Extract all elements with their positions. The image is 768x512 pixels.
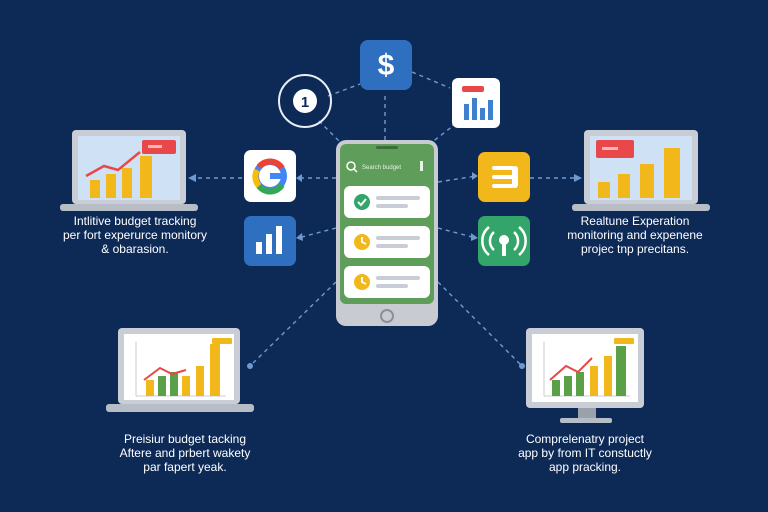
chart-trend-line [143,366,187,381]
signal-icon [478,216,530,266]
caption-line: par fapert yeak. [143,460,227,474]
caption-line: & obarasion. [101,242,169,256]
caption-line: Intlitive budget tracking [73,214,197,228]
chart-bar [618,174,630,198]
dollar-icon: $ [360,40,412,90]
arrowhead-signal-icon [471,233,478,241]
connector-number-dollar [327,83,361,97]
caption-top-right: Realtune Experation monitoring and expen… [530,214,740,256]
caption-top-left: Intlitive budget tracking per fort exper… [30,214,240,256]
chart-bar [210,344,220,396]
caption-line: projec tnp precitans. [580,242,690,256]
chart-badge [614,338,634,344]
phone-search-bar[interactable]: Search budget [346,161,423,173]
chart-bar [664,148,680,198]
chart-card-icon [452,78,500,128]
chart-bar [640,164,654,198]
caption-line: Preisiur budget tacking [123,432,247,446]
caption-line: app by from IT constuctly [518,446,652,460]
chart-bar [552,380,560,396]
chart-bar [616,346,626,396]
chart-badge [212,338,232,344]
phone-list-item-3[interactable] [344,266,430,298]
arrowhead-bar-icon [296,233,303,241]
connector-phone-menu-icon [437,175,477,183]
phone-search-text: Search budget [362,165,401,171]
chart-bar [196,366,204,396]
chart-bar [182,376,190,396]
menu-icon [478,152,530,202]
connector-dot-bottom-right [519,363,525,369]
caption-bottom-left: Preisiur budget tacking Aftere and prber… [70,432,300,474]
search-icon [346,161,356,171]
connector-phone-signal-icon [437,227,477,239]
caption-line: Realtune Experation [580,214,690,228]
chart-trend-line [85,151,141,178]
monitor-bottom-right [526,328,644,423]
caption-line: monitoring and expenene [567,228,703,242]
chart-bar [564,376,572,396]
dollar-icon-glyph: $ [378,49,395,82]
google-icon [244,150,296,202]
phone-menu-glyph [420,161,423,171]
chart-bar [146,380,154,396]
caption-bottom-right: Comprelenatry project app by from IT con… [470,432,700,474]
chart-bar [140,156,152,198]
phone-list-item-1[interactable] [344,186,430,218]
arrowhead-menu-icon [472,172,478,180]
connector-dot-bottom-left [247,363,253,369]
chart-bar [576,372,584,396]
check-icon [354,194,370,210]
chart-bar [122,168,132,198]
chart-bar [604,356,612,396]
caption-line: Comprelenatry project [525,432,645,446]
chart-bar [106,174,116,198]
connector-phone-monitor-bottom-right [437,281,523,367]
connectors [192,71,578,367]
laptop-top-left [60,130,198,211]
chart-bar [158,376,166,396]
connector-dollar-chart-card [411,71,451,89]
caption-line: app pracking. [548,460,622,474]
smartphone: Search budget [336,140,438,326]
laptop-bottom-left [106,328,254,412]
arrowhead-left-laptop [188,174,196,182]
caption-line: Aftere and prbert wakety [119,446,251,460]
step-number-icon: 1 [278,74,332,128]
laptop-top-right [572,130,710,211]
arrowhead-google [296,174,302,182]
step-number-label: 1 [301,94,309,111]
connector-phone-bar-icon [297,227,337,239]
chart-bar [170,372,178,396]
phone-list-item-2[interactable] [344,226,430,258]
caption-line: per fort experurce monitory [62,228,208,242]
connector-phone-laptop-bottom-left [249,281,337,367]
bar-chart-icon [244,216,296,266]
arrowhead-right-laptop [574,174,582,182]
chart-bar [598,182,610,198]
chart-trend-line [549,357,593,381]
chart-bar [590,366,598,396]
chart-bar [90,180,100,198]
